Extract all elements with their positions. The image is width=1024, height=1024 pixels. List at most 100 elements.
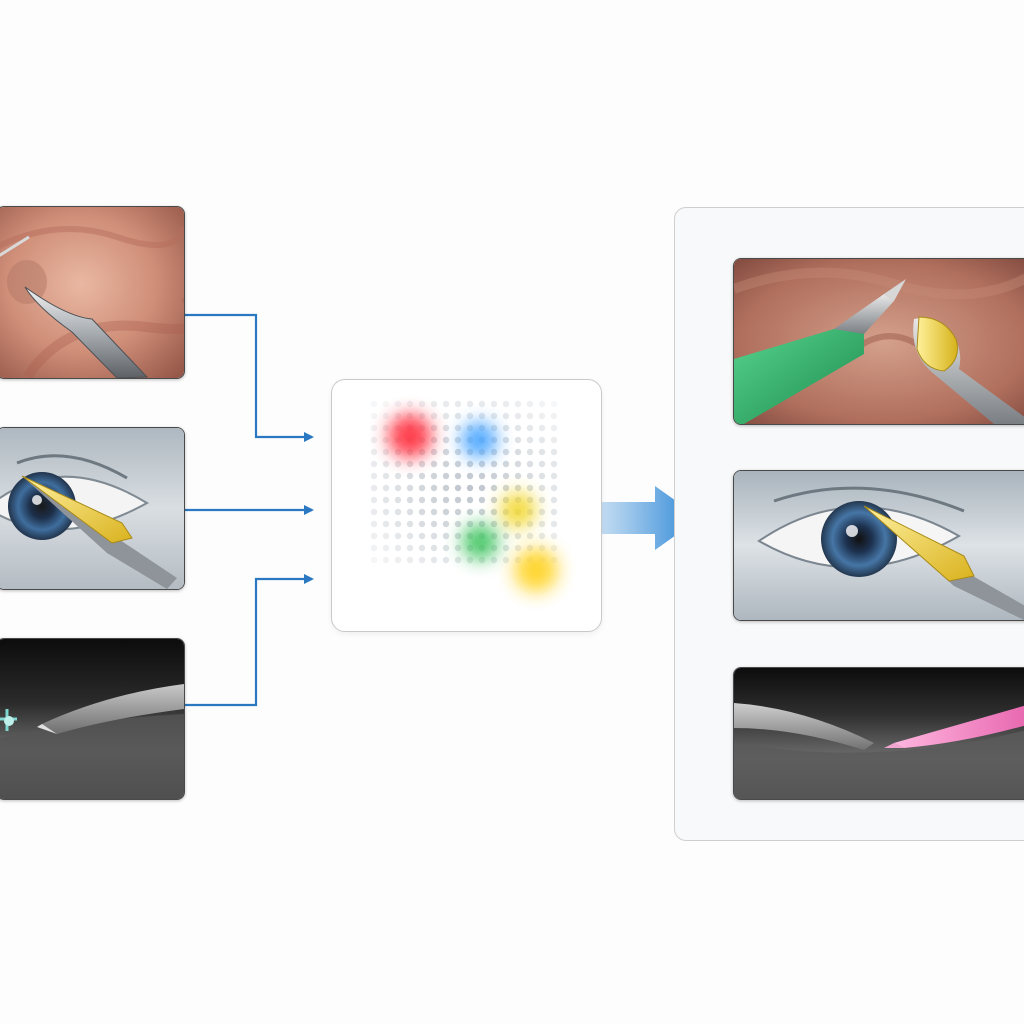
grid-dot: [550, 436, 558, 444]
grid-dot: [406, 400, 414, 408]
grid-dot: [382, 400, 390, 408]
grid-dot: [430, 508, 438, 516]
fusion-color-blob: [462, 524, 498, 560]
grid-dot: [514, 400, 522, 408]
grid-dot: [502, 460, 510, 468]
grid-dot: [502, 556, 510, 564]
grid-dot: [514, 544, 522, 552]
grid-dot: [430, 532, 438, 540]
grid-dot: [538, 508, 546, 516]
grid-dot: [406, 544, 414, 552]
grid-dot: [370, 472, 378, 480]
grid-dot: [550, 400, 558, 408]
grid-dot: [442, 448, 450, 456]
grid-dot: [490, 520, 498, 528]
grid-dot: [454, 436, 462, 444]
fusion-module: [331, 379, 602, 632]
grid-dot: [382, 424, 390, 432]
grid-dot: [490, 484, 498, 492]
grid-dot: [418, 400, 426, 408]
grid-dot: [394, 556, 402, 564]
grid-dot: [454, 472, 462, 480]
grid-dot: [370, 412, 378, 420]
grid-dot: [502, 448, 510, 456]
grid-dot: [490, 556, 498, 564]
grid-dot: [430, 484, 438, 492]
grid-dot: [382, 496, 390, 504]
grid-dot: [418, 496, 426, 504]
grid-dot: [550, 424, 558, 432]
endoscopy-tissue-annotated-image: [734, 259, 1024, 424]
grid-dot: [454, 508, 462, 516]
grid-dot: [442, 508, 450, 516]
input-endoscopy-image: [0, 206, 185, 379]
grid-dot: [394, 532, 402, 540]
grid-dot: [430, 460, 438, 468]
grid-dot: [370, 556, 378, 564]
grid-dot: [478, 496, 486, 504]
grid-dot: [370, 544, 378, 552]
grid-dot: [382, 520, 390, 528]
grid-dot: [514, 412, 522, 420]
grid-dot: [538, 496, 546, 504]
grid-dot: [538, 532, 546, 540]
grid-dot: [466, 400, 474, 408]
grid-dot: [538, 460, 546, 468]
grid-dot: [550, 532, 558, 540]
grid-dot: [538, 436, 546, 444]
grid-dot: [514, 436, 522, 444]
grid-dot: [502, 400, 510, 408]
eye-surgery-annotated-image: [734, 471, 1024, 620]
grid-dot: [454, 556, 462, 564]
grid-dot: [490, 508, 498, 516]
grid-dot: [454, 532, 462, 540]
grid-dot: [394, 472, 402, 480]
grid-dot: [478, 472, 486, 480]
grid-dot: [442, 556, 450, 564]
grid-dot: [370, 460, 378, 468]
grid-dot: [382, 508, 390, 516]
grid-dot: [478, 400, 486, 408]
grid-dot: [502, 484, 510, 492]
grid-dot: [382, 484, 390, 492]
oct-scan-annotated-image: [734, 668, 1024, 799]
grid-dot: [370, 436, 378, 444]
grid-dot: [394, 544, 402, 552]
grid-dot: [478, 460, 486, 468]
grid-dot: [382, 412, 390, 420]
grid-dot: [538, 400, 546, 408]
oct-scan-image: [0, 639, 184, 799]
grid-dot: [466, 520, 474, 528]
grid-dot: [394, 400, 402, 408]
grid-dot: [418, 532, 426, 540]
grid-dot: [442, 412, 450, 420]
grid-dot: [394, 520, 402, 528]
grid-dot: [430, 424, 438, 432]
grid-dot: [478, 412, 486, 420]
grid-dot: [442, 460, 450, 468]
grid-dot: [430, 544, 438, 552]
grid-dot: [442, 532, 450, 540]
grid-dot: [502, 436, 510, 444]
grid-dot: [454, 520, 462, 528]
grid-dot: [514, 424, 522, 432]
grid-dot: [526, 400, 534, 408]
connector-bottom: [184, 574, 314, 707]
grid-dot: [502, 544, 510, 552]
grid-dot: [430, 520, 438, 528]
grid-dot: [550, 508, 558, 516]
grid-dot: [394, 508, 402, 516]
grid-dot: [430, 436, 438, 444]
grid-dot: [466, 412, 474, 420]
grid-dot: [382, 544, 390, 552]
grid-dot: [502, 424, 510, 432]
input-eye-image: [0, 427, 185, 590]
grid-dot: [370, 520, 378, 528]
grid-dot: [406, 532, 414, 540]
grid-dot: [442, 484, 450, 492]
fusion-color-blob: [514, 548, 558, 592]
grid-dot: [418, 472, 426, 480]
grid-dot: [370, 424, 378, 432]
grid-dot: [502, 412, 510, 420]
grid-dot: [370, 448, 378, 456]
